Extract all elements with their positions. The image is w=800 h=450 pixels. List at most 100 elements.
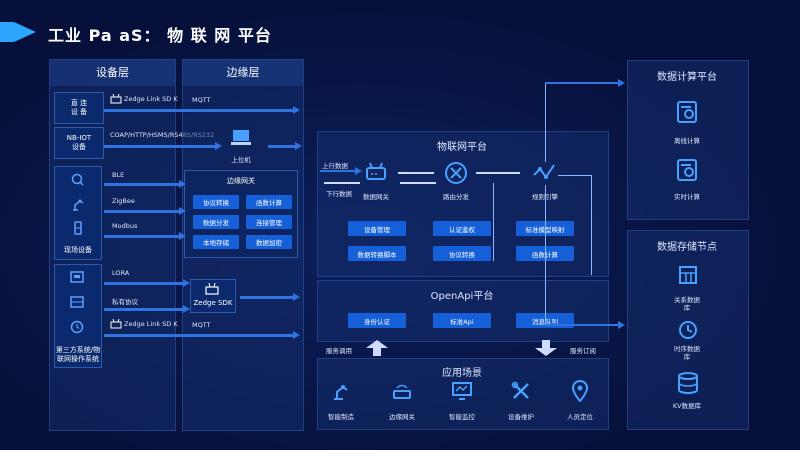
timeseries-db-label: 时序数据 库 xyxy=(674,345,700,362)
connector-line-right xyxy=(591,175,592,275)
arrow-lora xyxy=(104,279,190,287)
openapi-title: OpenApi平台 xyxy=(430,291,494,302)
app-label-2: 智能监控 xyxy=(449,413,475,421)
app-label-4: 人员定位 xyxy=(567,413,593,421)
arrow-down-icon xyxy=(535,340,557,356)
arrow-zigbee xyxy=(104,207,186,215)
connector-line-up xyxy=(545,82,546,162)
zedge-sdk-box: Zedge SDK xyxy=(190,279,236,313)
app-label-1: 边缘网关 xyxy=(389,413,415,421)
openapi-panel xyxy=(317,280,609,342)
page-title: 工业 Pa aS： 物 联 网 平台 xyxy=(48,26,272,45)
routing-gateway-arrow xyxy=(400,182,436,184)
iot-platform-title: 物联网平台 xyxy=(437,142,487,153)
field-device-box: 现场设备 xyxy=(54,166,102,260)
title-arrow-icon xyxy=(14,22,36,42)
clock-icon xyxy=(70,320,84,334)
gateway-btn-2: 数据分发 xyxy=(193,215,239,229)
app-label-3: 设备维护 xyxy=(508,413,534,421)
gateway-btn-3: 连接管理 xyxy=(246,215,292,229)
data-gateway-label: 数据网关 xyxy=(363,193,389,201)
connector-line-down xyxy=(545,185,546,325)
upstream-label: 上行数据 xyxy=(322,162,348,170)
computer-icon xyxy=(231,130,251,145)
edge-layer-title: 边缘层 xyxy=(183,60,303,86)
routing-icon xyxy=(445,162,467,184)
connector-arrow-storage xyxy=(545,321,625,329)
downstream-label: 下行数据 xyxy=(326,190,352,198)
iot-btn-1: 认证鉴权 xyxy=(433,221,491,236)
rule-engine-icon xyxy=(533,164,555,179)
offline-compute-label: 离线计算 xyxy=(674,137,700,145)
search-icon xyxy=(71,173,84,186)
pc-label: 上位机 xyxy=(231,156,251,164)
storage-title: 数据存储节点 xyxy=(657,242,717,253)
connector-line-mid xyxy=(493,183,494,261)
routing-label: 路由分发 xyxy=(443,193,469,201)
field-device-label: 现场设备 xyxy=(64,245,92,254)
app-label-0: 智能制造 xyxy=(328,413,354,421)
router-icon xyxy=(393,384,411,399)
arrow-pc xyxy=(268,142,302,150)
arrow-modbus xyxy=(104,232,186,240)
timeseries-db-icon xyxy=(679,321,697,339)
gateway-routing-arrow xyxy=(398,172,434,174)
arrow-ble xyxy=(104,180,186,188)
edge-gateway-title: 边缘网关 xyxy=(227,177,255,185)
service-call-label: 服务调用 xyxy=(326,347,352,355)
router-icon xyxy=(205,283,219,295)
iot-btn-0: 设备管理 xyxy=(348,221,406,236)
device-box-icon xyxy=(70,271,84,283)
private-protocol-label: 私有协议 xyxy=(112,298,138,306)
monitor-icon xyxy=(452,382,472,400)
zedge-link-label-1: Zedge Link SD K xyxy=(124,95,178,103)
robot-arm-icon xyxy=(73,199,84,211)
gateway-btn-4: 本地存储 xyxy=(193,235,239,249)
realtime-compute-icon xyxy=(677,159,697,181)
relational-db-icon xyxy=(679,266,697,284)
zedge-sdk-label: Zedge SDK xyxy=(193,298,233,307)
zigbee-label: ZigBee xyxy=(112,197,135,205)
service-subscribe-label: 服务订阅 xyxy=(570,347,596,355)
direct-device-box: 直 连 设 备 xyxy=(54,92,104,124)
location-pin-icon xyxy=(571,380,589,402)
kv-db-icon xyxy=(678,372,698,394)
iot-btn-4: 协议转换 xyxy=(433,246,491,261)
tools-icon xyxy=(511,381,529,399)
connector-line-h xyxy=(558,175,591,176)
router-icon xyxy=(110,94,122,104)
apps-title: 应用场景 xyxy=(442,368,482,379)
ble-label: BLE xyxy=(112,171,125,179)
downstream-arrow xyxy=(324,182,360,184)
connector-arrow-compute xyxy=(545,79,625,87)
offline-compute-icon xyxy=(677,101,697,123)
kv-db-label: KV数据库 xyxy=(672,402,702,410)
arrow-up-icon xyxy=(366,340,388,356)
data-gateway-icon xyxy=(366,162,386,180)
zedge-link-label-2: Zedge Link SD K xyxy=(124,320,178,328)
lora-label: LORA xyxy=(112,269,130,277)
device-layer-title: 设备层 xyxy=(50,60,175,86)
coap-label: COAP/HTTP/HSMS/RS485/RS232 xyxy=(110,131,215,139)
compute-title: 数据计算平台 xyxy=(657,72,717,83)
realtime-compute-label: 实时计算 xyxy=(674,193,700,201)
arrow-sdk xyxy=(240,293,300,301)
server-icon xyxy=(70,296,84,308)
arrow-private xyxy=(104,305,190,313)
third-party-label: 第三方系统/物 联网操作系统 xyxy=(55,345,101,363)
nbiot-device-box: NB-IOT 设备 xyxy=(54,127,104,159)
openapi-btn-1: 标准Api xyxy=(433,313,491,328)
relational-db-label: 关系数据 库 xyxy=(674,296,700,313)
mqtt-label-1: MQTT xyxy=(192,96,211,104)
upstream-arrow xyxy=(320,167,362,175)
mqtt-label-2: MQTT xyxy=(192,321,211,329)
gateway-btn-5: 数据加密 xyxy=(246,235,292,249)
gateway-btn-0: 协议转换 xyxy=(193,195,239,209)
modbus-label: Modbus xyxy=(112,222,138,230)
arrow-nbiot xyxy=(104,142,222,150)
arrow-zedge2 xyxy=(104,331,300,339)
compute-panel xyxy=(627,60,749,220)
routing-rules-arrow xyxy=(476,172,520,174)
sensor-icon xyxy=(74,221,82,235)
arrow-direct xyxy=(104,106,300,114)
